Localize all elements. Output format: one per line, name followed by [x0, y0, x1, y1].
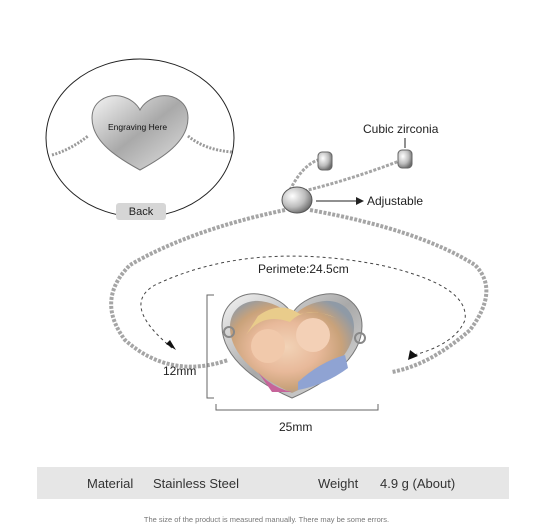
spec-bar: Material Stainless Steel Weight 4.9 g (A… — [37, 467, 509, 499]
adjustable-label: Adjustable — [367, 194, 424, 208]
photo-face-left — [251, 329, 285, 363]
bead-cap-left — [317, 151, 333, 171]
back-chain-right — [187, 134, 233, 154]
back-label: Back — [116, 203, 166, 220]
photo-face-right — [296, 318, 330, 352]
perimeter-arrow-left — [166, 340, 176, 350]
material-value: Stainless Steel — [153, 475, 239, 491]
weight-value: 4.9 g (About) — [380, 475, 456, 491]
material-label: Material — [87, 475, 134, 491]
slider-bead — [281, 186, 313, 214]
photo-hair — [246, 307, 336, 335]
cubic-zirconia-label: Cubic zirconia — [363, 122, 439, 136]
height-dimension-bracket — [206, 294, 214, 399]
perimeter-guide — [140, 255, 466, 357]
adjustable-arrowhead — [356, 197, 364, 205]
chain-left — [109, 208, 286, 369]
measurement-footnote: The size of the product is measured manu… — [143, 515, 390, 524]
chain-tails — [288, 156, 403, 194]
chain-loop — [309, 208, 489, 374]
back-chain-left — [51, 134, 89, 157]
height-dimension-label: 12mm — [163, 364, 197, 378]
heart-loop-right — [354, 332, 366, 344]
heart-loop-left — [223, 326, 235, 338]
photo-clothes-left — [258, 372, 292, 392]
perimeter-arrow-right — [408, 350, 418, 360]
width-dimension-bracket — [215, 404, 379, 411]
bead-cap-right — [397, 149, 413, 169]
perimeter-label: Perimete:24.5cm — [258, 262, 349, 276]
width-dimension-label: 25mm — [279, 420, 313, 434]
photo-clothes — [298, 355, 348, 390]
back-heart — [91, 95, 189, 171]
weight-label: Weight — [318, 475, 359, 491]
engraving-text: Engraving Here — [108, 122, 168, 132]
